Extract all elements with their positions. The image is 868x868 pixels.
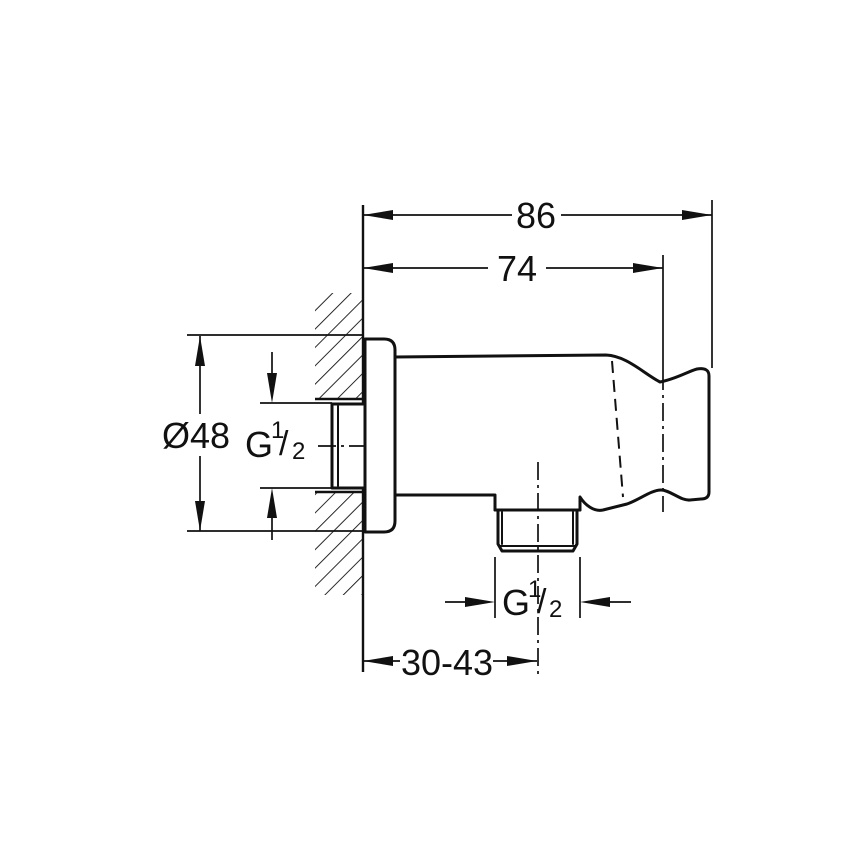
arrow-right-icon	[465, 597, 495, 607]
wall-depth-range-label: 30-43	[401, 642, 493, 683]
dimension-rear-thread: G 1 / 2	[245, 352, 332, 540]
wall-hatch-upper	[315, 293, 363, 399]
arrow-down-icon	[267, 373, 277, 403]
rear-thread-prefix: G	[245, 424, 273, 465]
arrow-right-icon	[633, 263, 663, 273]
wall-hatching	[315, 293, 363, 595]
flange-outline	[363, 337, 397, 534]
arrow-left-icon	[363, 656, 393, 666]
dimension-wall-to-holder-center: 74	[363, 248, 664, 372]
bottom-thread-slash: /	[537, 583, 547, 621]
arrow-left-icon	[363, 263, 393, 273]
arrow-left-icon	[580, 597, 610, 607]
arrow-down-icon	[195, 501, 205, 531]
wall-hatch-lower	[315, 492, 363, 595]
rear-thread-denominator: 2	[292, 438, 305, 465]
body-outline	[393, 353, 711, 553]
bottom-thread-denominator: 2	[549, 596, 562, 623]
dimension-overall-depth: 86	[363, 195, 713, 368]
rear-thread-numerator: 1	[271, 417, 284, 444]
dimension-wall-depth-range: 30-43	[363, 642, 537, 683]
arrow-up-icon	[195, 336, 205, 366]
overall-depth-label: 86	[516, 195, 556, 236]
rear-thread-slash: /	[279, 425, 289, 463]
dimension-flange-diameter: Ø48	[162, 334, 364, 532]
flange-diameter-label: Ø48	[162, 415, 230, 456]
arrow-up-icon	[267, 488, 277, 518]
bottom-thread-numerator: 1	[528, 576, 541, 603]
wall-to-holder-center-label: 74	[497, 248, 537, 289]
arrow-right-icon	[682, 210, 712, 220]
arrow-right-icon	[507, 656, 537, 666]
dimension-bottom-thread: G 1 / 2	[445, 557, 631, 623]
holder-hidden-edge	[611, 360, 624, 498]
bottom-thread-prefix: G	[502, 582, 530, 623]
arrow-left-icon	[363, 210, 393, 220]
